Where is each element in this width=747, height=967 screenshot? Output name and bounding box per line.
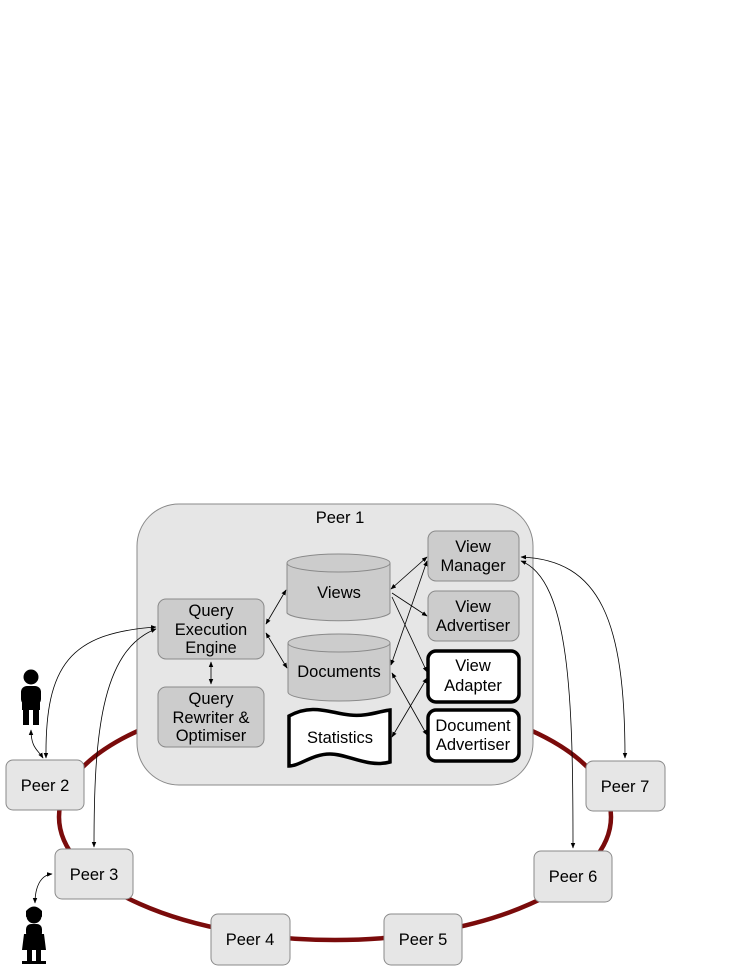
edge-user1-peer2 xyxy=(28,729,44,759)
svg-text:Peer 5: Peer 5 xyxy=(399,931,448,949)
svg-text:Advertiser: Advertiser xyxy=(436,617,511,635)
statistics-document[interactable]: Statistics xyxy=(287,707,392,768)
svg-text:Peer 4: Peer 4 xyxy=(226,931,275,949)
documents-database[interactable]: Documents xyxy=(287,633,391,702)
view-manager[interactable]: View Manager xyxy=(427,530,520,582)
svg-text:Optimiser: Optimiser xyxy=(176,727,247,745)
svg-text:Query: Query xyxy=(189,602,235,620)
edge-viewmanager-peer6 xyxy=(520,560,576,849)
svg-text:Advertiser: Advertiser xyxy=(436,736,511,754)
peer-4[interactable]: Peer 4 xyxy=(210,913,291,966)
svg-text:View: View xyxy=(455,538,491,556)
peer-7[interactable]: Peer 7 xyxy=(585,760,666,812)
peer-1-title: Peer 1 xyxy=(316,509,365,527)
svg-text:Rewriter &: Rewriter & xyxy=(172,709,249,727)
document-advertiser[interactable]: Document Advertiser xyxy=(426,708,521,763)
edge-viewmanager-peer7 xyxy=(520,554,628,759)
view-advertiser[interactable]: View Advertiser xyxy=(427,590,520,642)
svg-text:Statistics: Statistics xyxy=(307,729,373,747)
svg-text:Documents: Documents xyxy=(297,663,380,681)
peer-3[interactable]: Peer 3 xyxy=(54,848,134,900)
edge-qee-documents xyxy=(265,632,288,669)
peer-2[interactable]: Peer 2 xyxy=(5,759,85,811)
query-execution-engine[interactable]: Query Execution Engine xyxy=(157,598,265,660)
svg-text:Peer 3: Peer 3 xyxy=(70,866,119,884)
views-database[interactable]: Views xyxy=(286,553,391,622)
svg-text:Peer 6: Peer 6 xyxy=(549,868,598,886)
edge-qee-peer3 xyxy=(91,628,157,848)
query-rewriter-optimiser[interactable]: Query Rewriter & Optimiser xyxy=(157,686,265,748)
svg-text:Manager: Manager xyxy=(440,557,506,575)
svg-text:Execution: Execution xyxy=(175,621,247,639)
svg-text:View: View xyxy=(455,598,491,616)
edge-qee-views xyxy=(265,589,287,625)
svg-text:Query: Query xyxy=(189,690,235,708)
peer-5[interactable]: Peer 5 xyxy=(383,913,463,966)
svg-text:Peer 2: Peer 2 xyxy=(21,777,70,795)
svg-text:View: View xyxy=(455,657,491,675)
male-user-icon xyxy=(21,669,41,725)
female-user-icon xyxy=(22,906,46,964)
svg-text:Adapter: Adapter xyxy=(444,677,502,695)
edge-statistics-viewadapter xyxy=(391,677,428,738)
edge-documents-viewmanager xyxy=(390,560,428,666)
view-adapter[interactable]: View Adapter xyxy=(426,649,521,704)
edge-user2-peer3 xyxy=(32,872,53,904)
svg-text:Views: Views xyxy=(317,584,361,602)
svg-text:Engine: Engine xyxy=(185,639,236,657)
peer-6[interactable]: Peer 6 xyxy=(533,850,613,903)
svg-text:Peer 7: Peer 7 xyxy=(601,778,650,796)
svg-text:Document: Document xyxy=(435,717,511,735)
